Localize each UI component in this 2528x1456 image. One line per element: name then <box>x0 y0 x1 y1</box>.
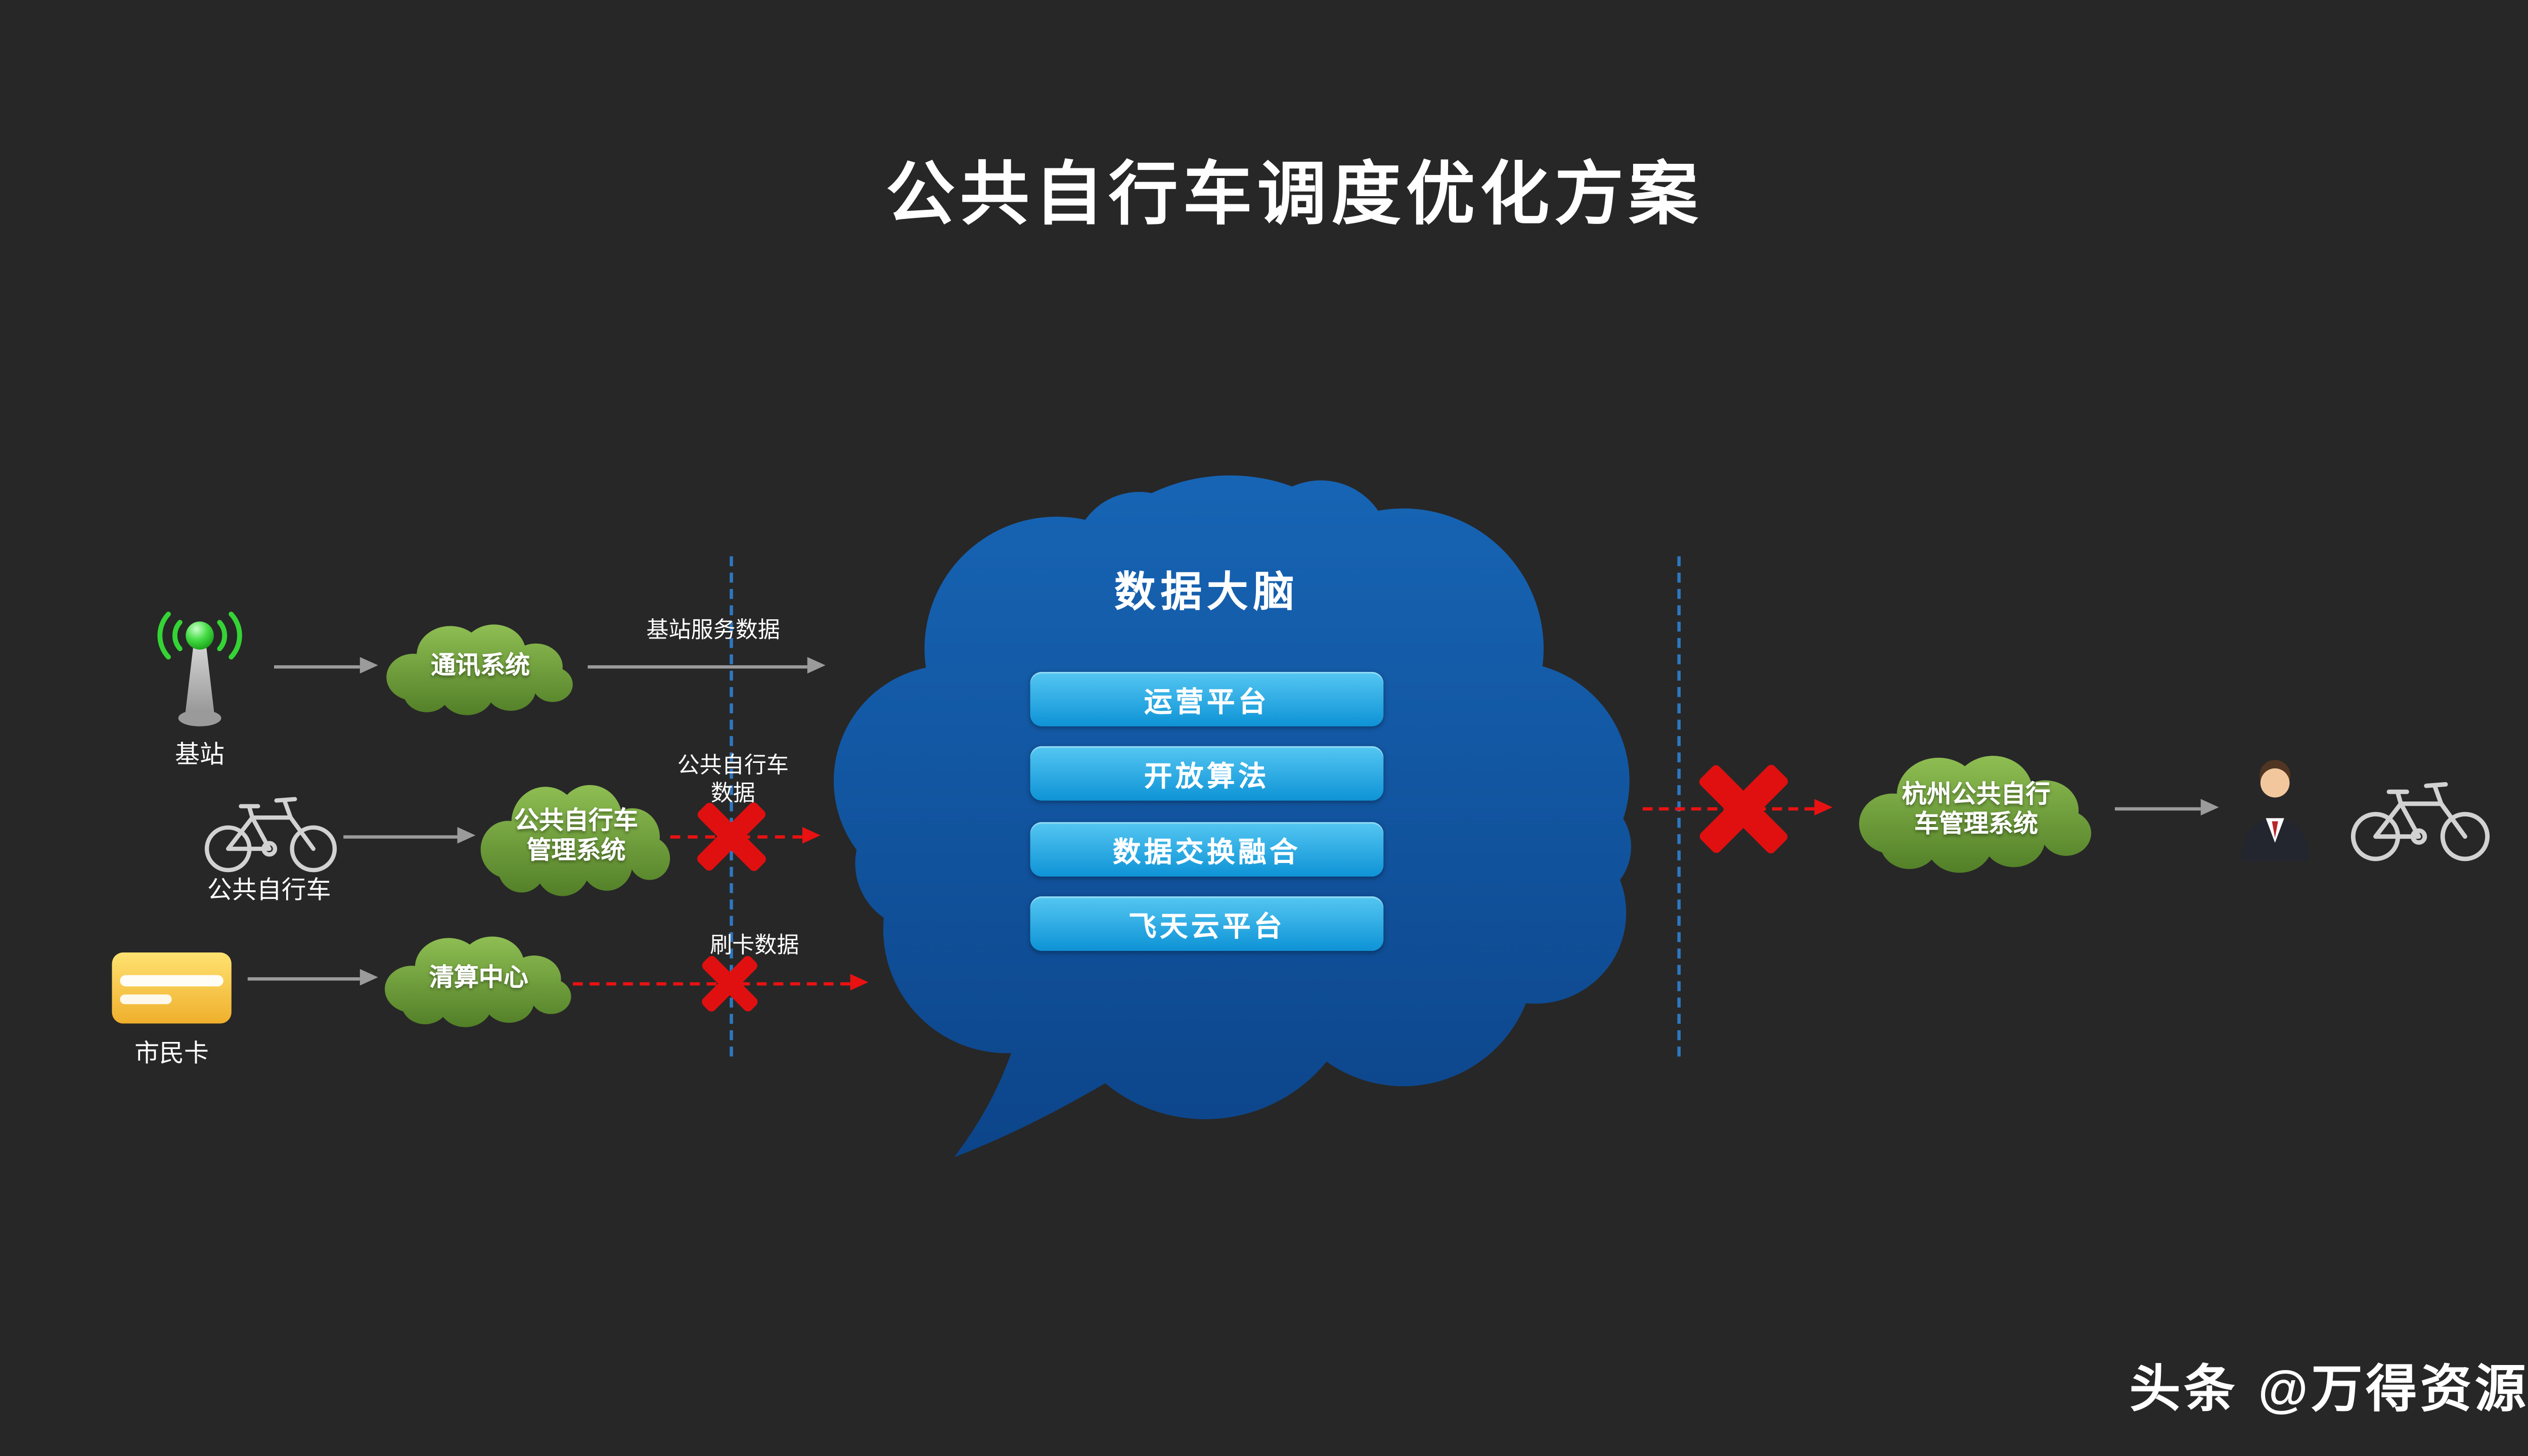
citizen-card-icon <box>109 951 235 1025</box>
page-title: 公共自行车调度优化方案 <box>0 139 2528 239</box>
base-station-label: 基站 <box>139 736 261 771</box>
brain-module-data-exchange: 数据交换融合 <box>1030 822 1384 877</box>
node-bike-mgmt-label-line2: 管理系统 <box>527 837 626 867</box>
node-bike-mgmt-label-line1: 公共自行车 <box>514 807 638 837</box>
bicycle-icon-left <box>200 786 342 875</box>
node-hangzhou-bike-system: 杭州公共自行 车管理系统 <box>1850 745 2101 877</box>
brain-title: 数据大脑 <box>826 560 1589 619</box>
arrow-bike-to-mgmt <box>343 835 457 839</box>
brain-module-cloud-platform: 飞天云平台 <box>1030 896 1384 951</box>
node-communication-system: 通讯系统 <box>380 616 581 718</box>
blocked-x-icon-right <box>1695 761 1791 856</box>
base-station-icon <box>139 608 261 737</box>
node-clearing-center: 清算中心 <box>378 928 579 1030</box>
data-brain: 数据大脑 运营平台 开放算法 数据交换融合 飞天云平台 <box>826 467 1635 1160</box>
blocked-x-icon-bike <box>693 799 769 875</box>
watermark-handle: @万得资源 <box>2258 1347 2528 1421</box>
node-clearing-center-label: 清算中心 <box>429 964 528 994</box>
node-hangzhou-label-line1: 杭州公共自行 <box>1902 781 2051 810</box>
watermark-brand: 头条 <box>2129 1347 2238 1421</box>
arrow-card-to-clearing <box>248 977 360 981</box>
edge-label-bike-data-line1: 公共自行车 <box>617 751 848 780</box>
arrow-hangzhou-to-user <box>2115 807 2201 811</box>
brain-module-open-algorithm: 开放算法 <box>1030 746 1384 801</box>
arrow-comm-to-brain <box>588 665 807 669</box>
bicycle-icon-right <box>2344 771 2496 863</box>
node-communication-system-label: 通讯系统 <box>431 652 530 682</box>
watermark: 头条 @万得资源 <box>2129 1347 2528 1421</box>
edge-label-station-data: 基站服务数据 <box>598 616 829 644</box>
node-hangzhou-label-line2: 车管理系统 <box>1914 810 2038 840</box>
blocked-x-icon-card <box>698 952 761 1015</box>
brain-module-operations: 运营平台 <box>1030 672 1384 726</box>
user-person-icon <box>2232 758 2318 863</box>
guide-line-right <box>1678 556 1681 1056</box>
arrow-station-to-comm <box>274 665 360 669</box>
citizen-card-label: 市民卡 <box>109 1035 235 1070</box>
bicycle-label: 公共自行车 <box>154 872 385 906</box>
